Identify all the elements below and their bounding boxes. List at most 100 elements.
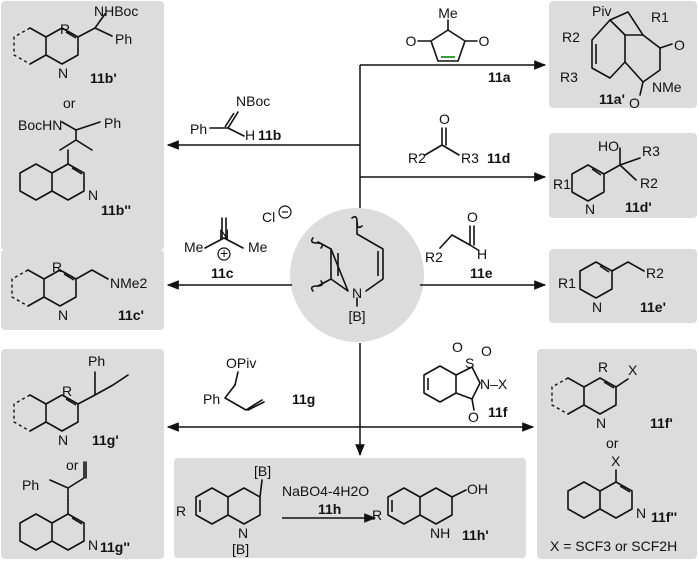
11b-n2: N: [88, 187, 98, 203]
11c-label: 11c: [211, 265, 234, 281]
11b-ph: Ph: [190, 121, 207, 137]
11d-r2: R2: [640, 175, 658, 191]
11b-r: R: [60, 21, 70, 37]
11e-r2: R2: [646, 265, 664, 281]
11h-b2: [B]: [232, 541, 249, 557]
11f-x2: X: [611, 453, 621, 469]
11g-r: R: [62, 383, 72, 399]
11g-label: 11g: [292, 391, 315, 407]
11c-me1: Me: [184, 239, 204, 255]
11c-me2: Me: [248, 239, 268, 255]
11a-prime-label: 11a': [599, 91, 625, 107]
11f-n1: N: [596, 415, 606, 431]
11b-bochn: BocHN: [18, 117, 62, 133]
11f-or: or: [606, 435, 619, 451]
reaction-11h: [B] R N [B] NaBO4-4H2O 11h OH R NH 11h': [176, 463, 489, 557]
11a-r2: R2: [562, 29, 580, 45]
center-n-atom: N: [352, 285, 362, 301]
11f-o2: O: [481, 343, 492, 359]
11b-nhboc: NHBoc: [94, 3, 138, 19]
product-11g: Ph R N 11g' or Ph N 11g'': [13, 353, 130, 555]
panel-11c-product: [1, 250, 164, 330]
11d-r2: R2: [408, 150, 426, 166]
reagent-11c: + Me Me N Cl 11c: [184, 205, 292, 281]
11c-plus: +: [220, 245, 228, 261]
product-11a: Piv R1 R2 R3 O O NMe 11a': [560, 3, 685, 111]
panel-11d-product: [549, 133, 697, 218]
11e-o: O: [467, 209, 478, 225]
11f-label: 11f: [488, 404, 508, 420]
11e-prime-label: 11e': [640, 299, 666, 315]
11b-dprime-label: 11b'': [101, 202, 131, 218]
11a-r3: R3: [560, 69, 578, 85]
11g-ph2: Ph: [22, 477, 39, 493]
11h-r-prod: R: [372, 507, 382, 523]
panel-11h-reaction: [174, 458, 526, 558]
11d-ho: HO: [598, 138, 619, 154]
11g-or: or: [66, 457, 79, 473]
11g-ph1: Ph: [88, 353, 105, 369]
11a-o-top: O: [674, 37, 685, 53]
11a-r1: R1: [651, 9, 669, 25]
11a-o2: O: [479, 33, 490, 49]
11d-n: N: [585, 201, 595, 217]
11g-ph: Ph: [203, 391, 220, 407]
11f-o3: O: [468, 409, 479, 425]
reagent-11b: NBoc Ph H 11b: [190, 93, 281, 143]
11b-ph1: Ph: [115, 31, 132, 47]
11d-prime-label: 11d': [625, 199, 652, 215]
11a-piv: Piv: [592, 3, 611, 19]
product-11d: HO R3 R2 R1 N 11d': [553, 138, 660, 217]
11a-label: 11a: [488, 69, 511, 85]
11e-h: H: [477, 246, 487, 262]
11g-n2: N: [88, 537, 98, 553]
11b-or: or: [63, 95, 76, 111]
11b-prime-label: 11b': [90, 70, 117, 86]
panel-11f-products: [537, 349, 697, 559]
11h-b1: [B]: [254, 463, 271, 479]
product-11b: NHBoc Ph R N 11b' or BocHN Ph N 11b'': [13, 3, 138, 218]
11h-label: 11h: [318, 501, 341, 517]
11e-label: 11e: [470, 265, 493, 281]
11f-nx: N–X: [480, 376, 508, 392]
11f-prime-label: 11f': [650, 415, 673, 431]
11h-reagent: NaBO4-4H2O: [282, 483, 369, 499]
reaction-arrows: [166, 60, 547, 523]
11c-n-prod: N: [58, 307, 68, 323]
11f-n2: N: [636, 505, 646, 521]
11h-oh: OH: [467, 481, 488, 497]
panel-11a-product: [549, 1, 697, 108]
11e-r2: R2: [425, 249, 443, 265]
11f-o1: O: [452, 339, 463, 355]
11b-label: 11b: [258, 127, 281, 143]
product-11f: X R N 11f' or X N 11f'' X = SCF3 or SCF2…: [550, 359, 677, 554]
reagent-11e: O R2 H 11e: [425, 209, 493, 281]
reagent-11f: S O O O N–X 11f: [423, 339, 508, 425]
11f-note: X = SCF3 or SCF2H: [550, 538, 677, 554]
11d-label: 11d: [487, 150, 510, 166]
11f-dprime-label: 11f'': [651, 509, 677, 525]
11d-o: O: [439, 111, 450, 127]
reagent-11a: Me O O 11a: [406, 5, 511, 85]
11a-o-bottom: O: [629, 95, 640, 111]
11d-r3: R3: [461, 150, 479, 166]
11c-prime-label: 11c': [118, 307, 144, 323]
11b-ph2: Ph: [104, 115, 121, 131]
11h-prime-label: 11h': [462, 527, 489, 543]
panel-11g-products: [1, 349, 164, 559]
11g-dprime-label: 11g'': [100, 539, 130, 555]
11f-s: S: [465, 355, 474, 371]
11g-opiv: OPiv: [226, 355, 256, 371]
11d-r3: R3: [642, 143, 660, 159]
11c-r: R: [52, 259, 62, 275]
11d-r1: R1: [553, 176, 571, 192]
11b-nboc: NBoc: [236, 93, 270, 109]
11h-nh: NH: [430, 525, 450, 541]
11g-n1: N: [58, 432, 68, 448]
center-boron: [B]: [348, 308, 365, 324]
center-circle: [290, 208, 424, 342]
11c-cl: Cl: [262, 209, 275, 225]
product-11e: R2 R1 N 11e': [558, 261, 666, 315]
panel-11b-products: [1, 1, 164, 250]
